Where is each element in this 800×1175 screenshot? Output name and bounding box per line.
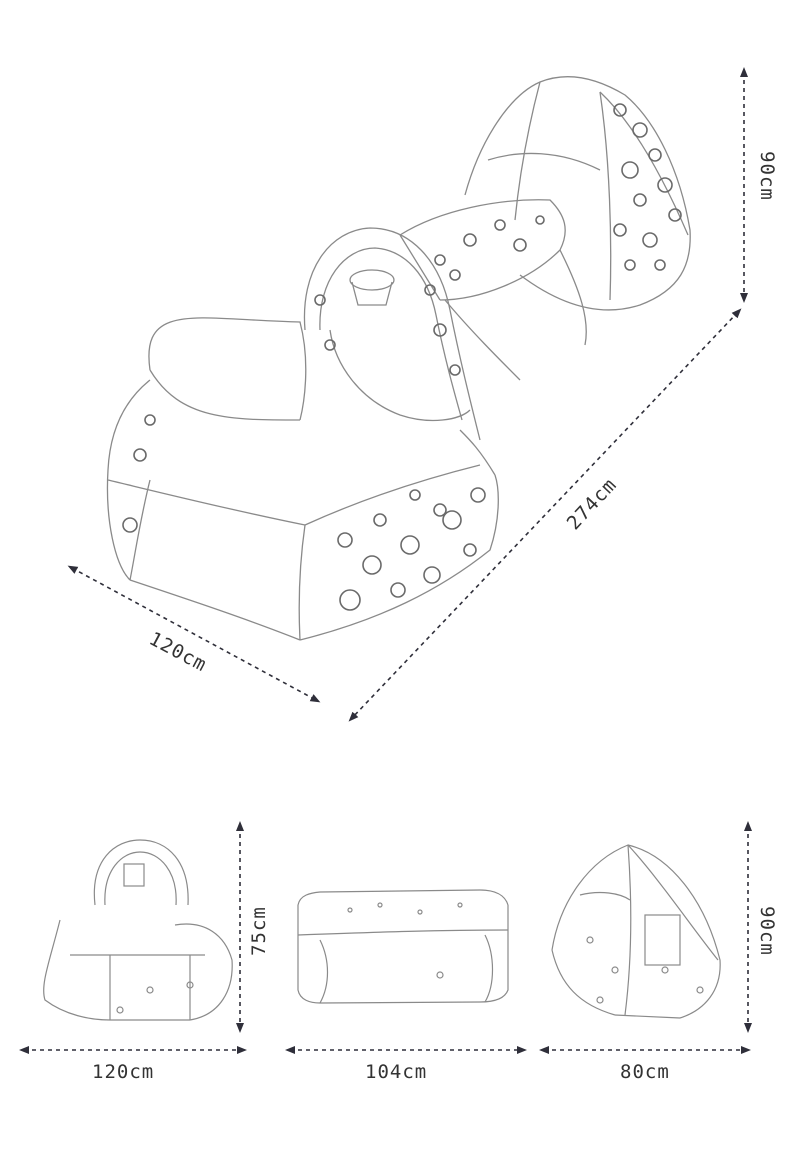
hoop-arch-sketch bbox=[303, 227, 481, 441]
ball-pit-sketch bbox=[106, 317, 499, 641]
main-height-label: 90cm bbox=[756, 151, 778, 201]
tunnel-width-label: 104cm bbox=[365, 1061, 428, 1083]
tent-height-label: 90cm bbox=[756, 906, 778, 956]
tent-width-label: 80cm bbox=[620, 1061, 670, 1083]
ball-pit-height-label: 75cm bbox=[248, 906, 270, 956]
tent-sketch bbox=[464, 76, 691, 311]
component-ball-pit-sketch bbox=[43, 839, 233, 1021]
component-dimension-lines bbox=[19, 821, 752, 1054]
ball-pit-width-label: 120cm bbox=[92, 1061, 155, 1083]
play-set-illustration bbox=[106, 76, 691, 641]
main-dimension-lines bbox=[67, 67, 748, 722]
dot-pattern bbox=[122, 103, 682, 611]
component-tunnel-sketch bbox=[297, 889, 509, 1004]
component-tent-sketch bbox=[551, 844, 721, 1019]
